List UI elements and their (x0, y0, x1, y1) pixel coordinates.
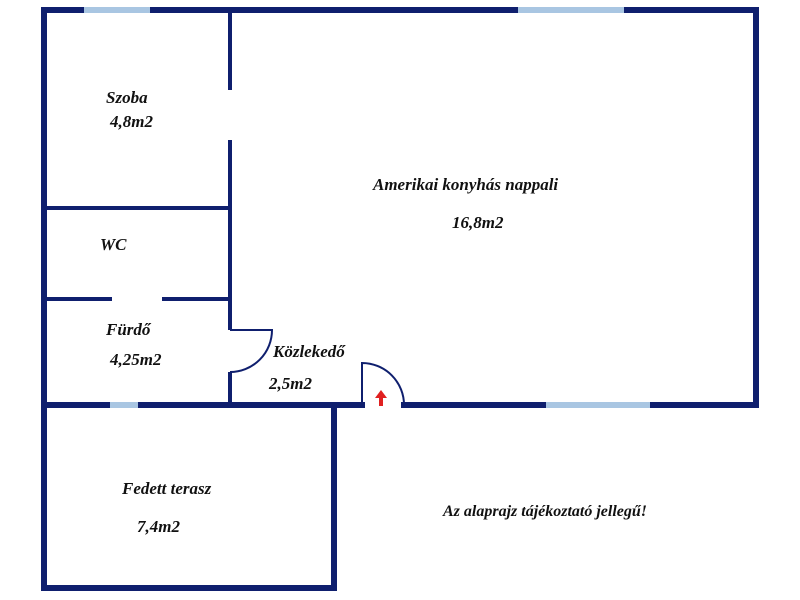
disclaimer-note: Az alaprajz tájékoztató jellegű! (442, 503, 647, 520)
room-area-szoba: 4,8m2 (109, 112, 153, 131)
room-name-kozlekedo: Közlekedő (272, 342, 346, 361)
room-area-kozlekedo: 2,5m2 (268, 374, 312, 393)
room-name-szoba: Szoba (106, 88, 148, 107)
room-name-furdo: Fürdő (105, 320, 152, 339)
door-furdo (229, 329, 274, 373)
room-name-nappali: Amerikai konyhás nappali (372, 175, 558, 194)
room-name-wc: WC (100, 235, 127, 254)
door-entrance (361, 361, 405, 406)
room-area-furdo: 4,25m2 (109, 350, 162, 369)
windows (84, 7, 650, 408)
terrace-walls (41, 402, 337, 591)
entrance-arrow-icon (375, 390, 387, 406)
doors (229, 329, 405, 406)
room-name-terasz: Fedett terasz (121, 479, 212, 498)
room-area-terasz: 7,4m2 (137, 517, 180, 536)
room-area-nappali: 16,8m2 (452, 213, 504, 232)
interior-walls (46, 12, 232, 404)
